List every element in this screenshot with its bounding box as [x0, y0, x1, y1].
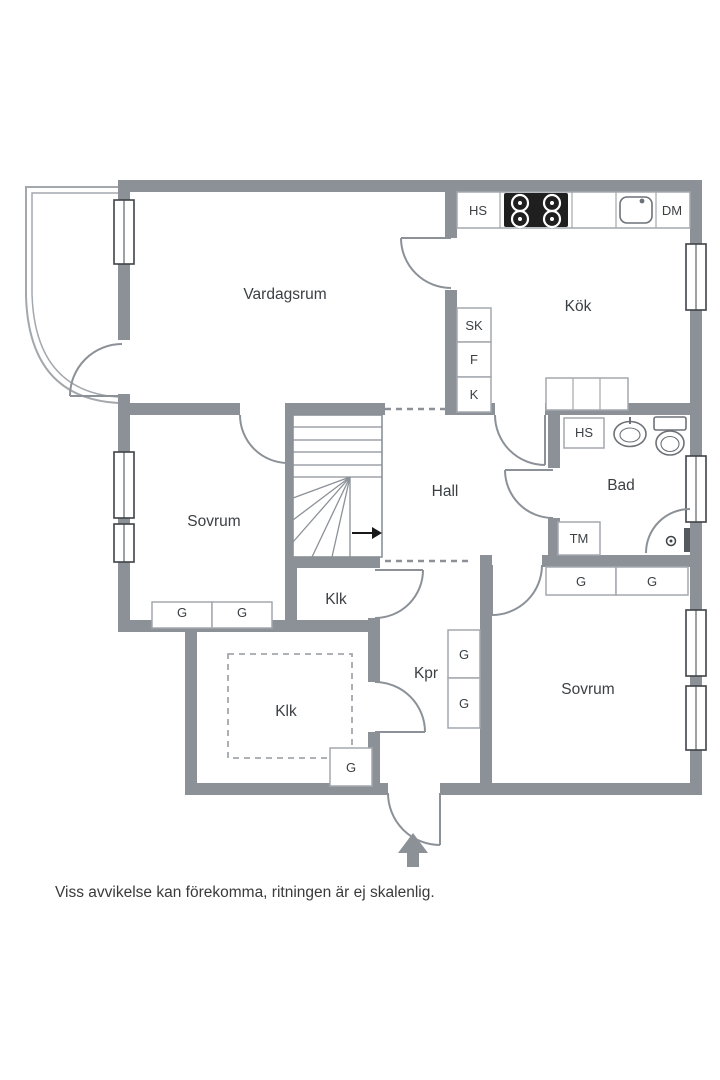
- door: [374, 569, 424, 619]
- stair-direction-arrow-icon: [372, 527, 382, 539]
- balcony-inner-line: [31, 192, 119, 398]
- wall-segment: [118, 264, 130, 340]
- wall-segment: [690, 310, 702, 456]
- wardrobe-box: G: [211, 601, 273, 629]
- entrance-door: [387, 792, 441, 846]
- kitchen-sink-icon: [619, 196, 653, 224]
- entrance-arrow-icon: [398, 833, 428, 867]
- wall-segment: [548, 518, 560, 555]
- door: [504, 469, 554, 519]
- room-label-sovrum-hoger: Sovrum: [561, 681, 614, 698]
- wardrobe-label: G: [576, 574, 586, 589]
- wall-segment: [118, 192, 130, 202]
- fridge-label: K: [470, 387, 479, 402]
- wardrobe-label: G: [459, 647, 469, 662]
- wardrobe-label: G: [177, 605, 187, 620]
- bathroom-fixtures: HS TM: [557, 416, 691, 556]
- window: [113, 451, 135, 519]
- balcony-door: [69, 343, 123, 397]
- wall-segment: [118, 394, 130, 452]
- wall-segment: [118, 562, 130, 632]
- balcony-outline: [25, 186, 119, 404]
- wall-segment: [118, 518, 130, 524]
- cabinet-column: SK F K: [456, 307, 492, 413]
- fridge-box: [456, 376, 492, 413]
- disclaimer-text: Viss avvikelse kan förekomma, ritningen …: [55, 884, 435, 901]
- tall-cabinet-label: HS: [469, 203, 487, 218]
- wardrobe-label: G: [237, 605, 247, 620]
- wall-segment: [548, 415, 560, 468]
- room-label-klk-ovre: Klk: [325, 591, 347, 608]
- wall-segment: [368, 557, 380, 568]
- washing-machine-label: TM: [570, 531, 589, 546]
- window: [113, 523, 135, 563]
- freezer-box: [456, 341, 492, 378]
- wall-segment: [690, 676, 702, 686]
- dishwasher-label: DM: [662, 203, 682, 218]
- room-label-hall: Hall: [432, 483, 459, 500]
- walls: [118, 180, 702, 795]
- counter-outline: [456, 191, 691, 229]
- room-label-kpr: Kpr: [414, 665, 438, 682]
- wall-segment: [368, 632, 380, 682]
- room-label-sovrum-vanster: Sovrum: [187, 513, 240, 530]
- wardrobe-box: G: [447, 629, 481, 679]
- door: [239, 414, 289, 464]
- wall-segment: [288, 403, 385, 415]
- window: [113, 199, 135, 265]
- washing-machine-box: [557, 521, 601, 556]
- wardrobe-box: G: [447, 677, 481, 729]
- stove-burners-icon: [510, 193, 562, 229]
- cabinet-label: SK: [465, 318, 483, 333]
- kitchen-lower-cabinets: [545, 377, 629, 411]
- room-label-bad: Bad: [607, 477, 635, 494]
- wardrobe-label: G: [346, 760, 356, 775]
- room-labels: Vardagsrum Kök Hall Sovrum Bad Klk Klk K…: [187, 286, 635, 720]
- doors: [69, 237, 554, 846]
- toilet-icon: [653, 416, 687, 456]
- room-label-klk-nedre: Klk: [275, 703, 297, 720]
- window: [685, 455, 707, 523]
- door: [494, 414, 546, 466]
- windows: [113, 199, 707, 751]
- kitchen-counter: HS DM: [456, 191, 691, 229]
- wall-segment: [118, 403, 240, 415]
- staircase: [292, 414, 383, 558]
- room-label-kok: Kök: [565, 298, 592, 315]
- wardrobe-box: G: [545, 566, 617, 596]
- wardrobes: G G G G G G G: [151, 566, 689, 787]
- room-label-vardagsrum: Vardagsrum: [243, 286, 326, 303]
- wall-segment: [690, 192, 702, 244]
- bath-cabinet-label: HS: [575, 425, 593, 440]
- wall-segment: [440, 783, 702, 795]
- wall-segment: [118, 180, 702, 192]
- wall-segment: [293, 557, 378, 568]
- wall-segment: [445, 290, 457, 403]
- freezer-label: F: [470, 352, 478, 367]
- wardrobe-label: G: [647, 574, 657, 589]
- wall-segment: [368, 618, 380, 632]
- low-ceiling-dashed-area: [227, 653, 353, 759]
- washbasin-icon: [613, 417, 647, 448]
- wall-segment: [445, 192, 457, 238]
- window: [685, 685, 707, 751]
- wall-segment: [480, 555, 492, 783]
- window: [685, 609, 707, 677]
- opening-dashes: [227, 407, 472, 759]
- door: [491, 564, 543, 616]
- door: [400, 237, 452, 289]
- wardrobe-label: G: [459, 696, 469, 711]
- wall-segment: [185, 632, 197, 783]
- balcony-outer-line: [25, 186, 119, 404]
- wardrobe-box: G: [329, 747, 373, 787]
- door: [374, 681, 426, 733]
- bath-cabinet-box: [563, 417, 605, 449]
- wardrobe-box: G: [151, 601, 213, 629]
- shower-icon: [645, 508, 691, 554]
- wardrobe-box: G: [615, 566, 689, 596]
- window: [685, 243, 707, 311]
- wall-segment: [542, 555, 702, 567]
